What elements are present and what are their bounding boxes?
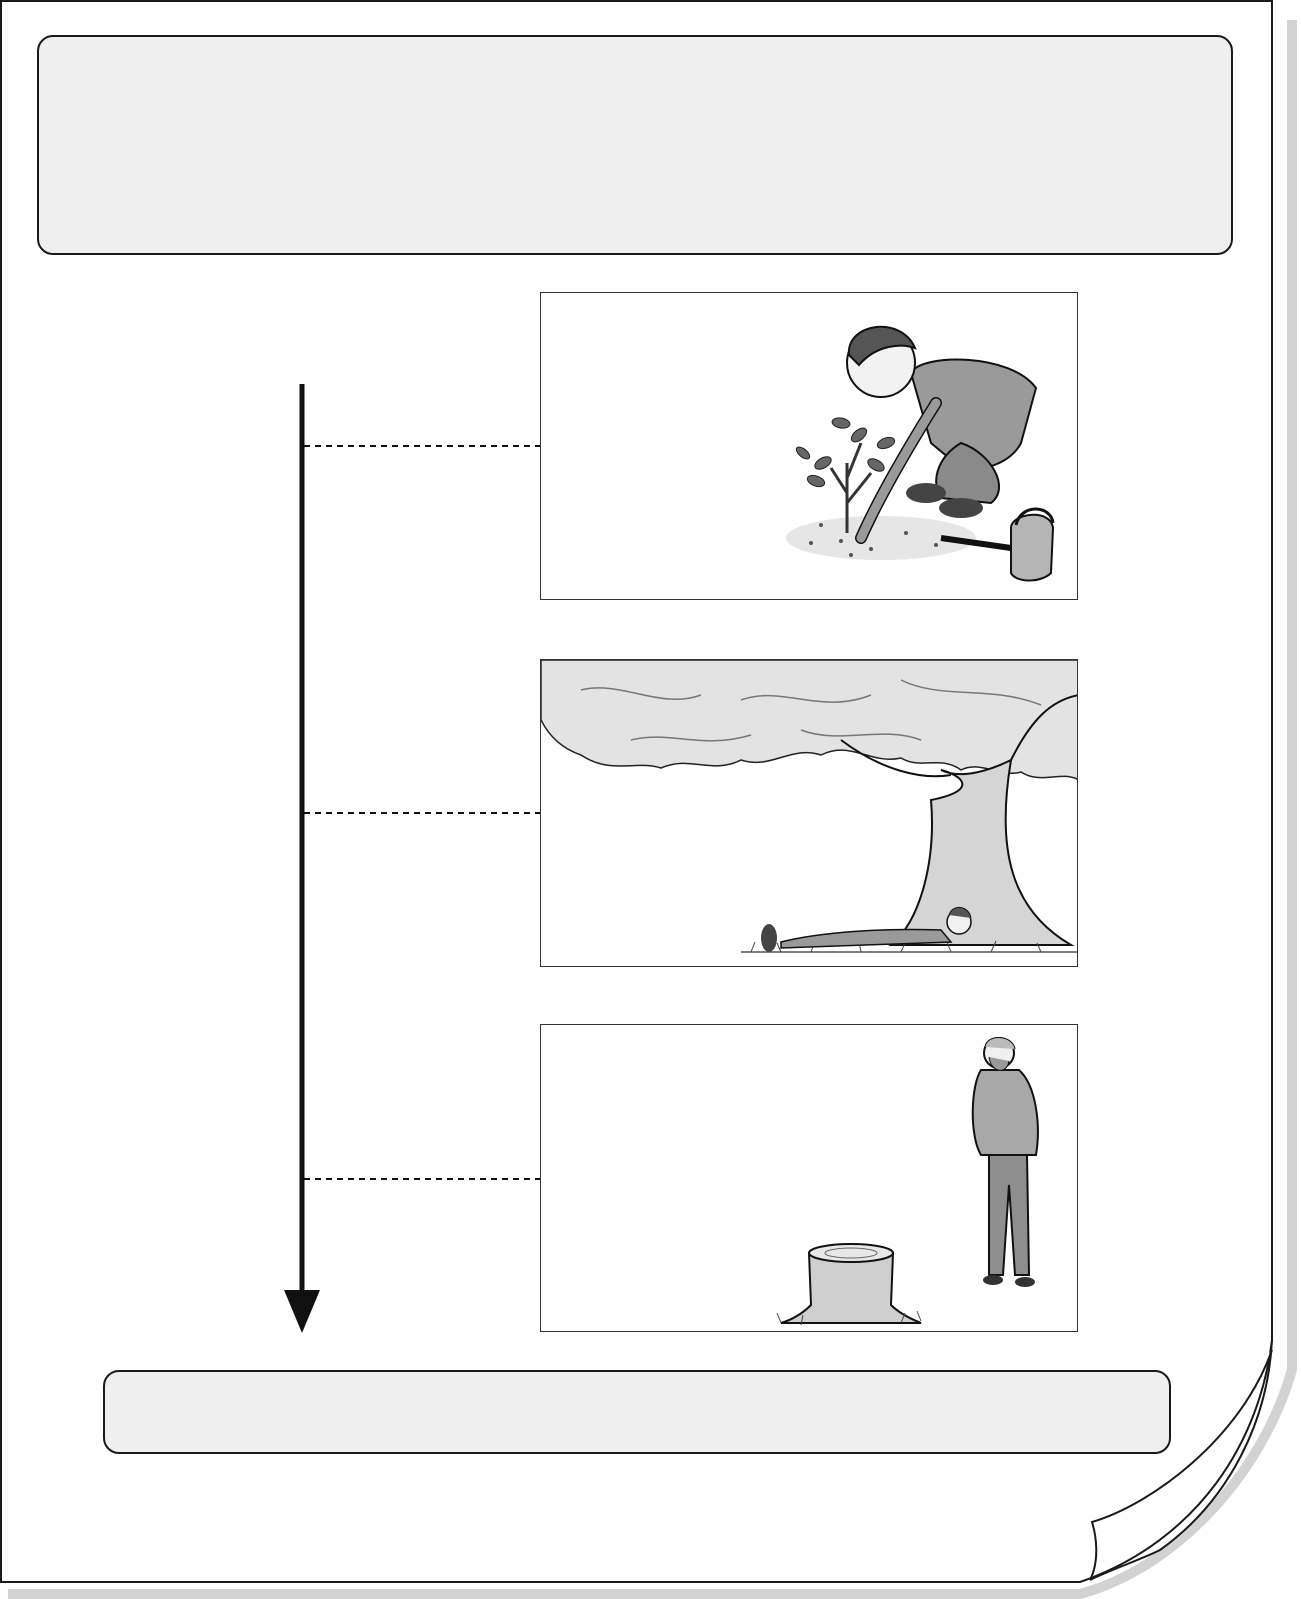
man-resting-under-large-tree-illustration	[541, 660, 1077, 953]
stage-panel-1	[540, 292, 1078, 600]
header-text-box	[37, 35, 1233, 255]
stage-panel-3	[540, 1024, 1078, 1332]
stage-panel-2	[540, 659, 1078, 967]
timeline-arrowhead	[284, 1290, 320, 1333]
boy-planting-sapling-illustration	[786, 325, 1055, 582]
old-man-looking-at-tree-stump-illustration	[776, 1037, 1039, 1326]
footer-text-box	[103, 1370, 1171, 1454]
